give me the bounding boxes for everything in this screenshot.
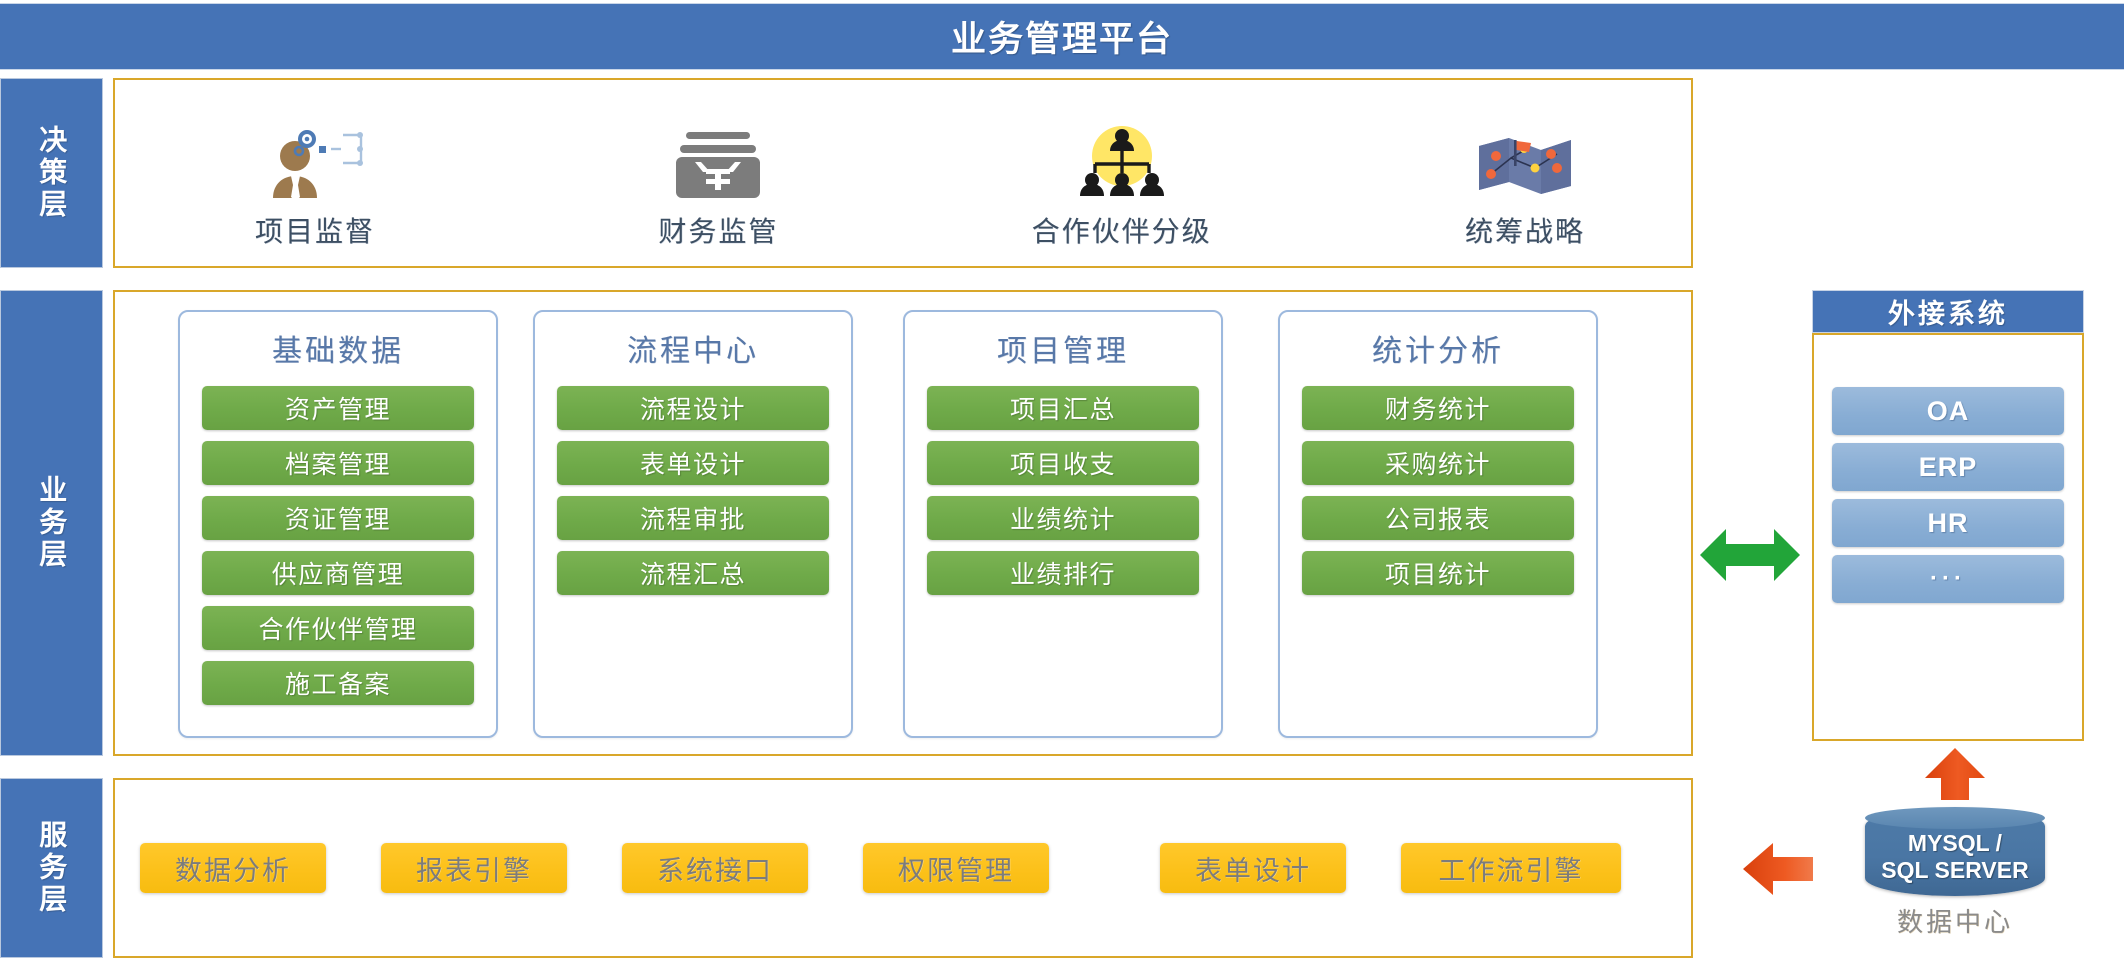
business-item-button[interactable]: 档案管理 (202, 441, 474, 485)
business-item-button[interactable]: 业绩统计 (927, 496, 1199, 540)
decision-item-label: 财务监管 (658, 216, 779, 247)
service-button-workflow-engine[interactable]: 工作流引擎 (1401, 843, 1621, 893)
supervisor-gear-icon (261, 124, 369, 202)
business-group-basic-data: 基础数据 资产管理 档案管理 资证管理 供应商管理 合作伙伴管理 施工备案 (178, 310, 498, 738)
business-item-button[interactable]: 项目统计 (1302, 551, 1574, 595)
business-item-button[interactable]: 供应商管理 (202, 551, 474, 595)
business-item-button[interactable]: 项目收支 (927, 441, 1199, 485)
business-group-statistics: 统计分析 财务统计 采购统计 公司报表 项目统计 (1278, 310, 1598, 738)
data-center: MYSQL / SQL SERVER 数据中心 (1865, 807, 2045, 939)
business-group-process-center: 流程中心 流程设计 表单设计 流程审批 流程汇总 (533, 310, 853, 738)
business-item-button[interactable]: 资证管理 (202, 496, 474, 540)
decision-item-label: 项目监督 (254, 216, 375, 247)
external-systems-title: 外接系统 (1888, 299, 2008, 329)
external-systems-header: 外接系统 (1812, 290, 2084, 333)
business-item-button[interactable]: 流程汇总 (557, 551, 829, 595)
decision-item-finance-supervision[interactable]: 财务监管 (593, 124, 843, 250)
layer-tab-service-label: 服务层 (36, 820, 68, 916)
business-group-title: 流程中心 (627, 335, 759, 368)
database-cylinder-icon: MYSQL / SQL SERVER (1865, 807, 2045, 896)
decision-item-partner-grading[interactable]: 合作伙伴分级 (997, 124, 1247, 250)
database-label: MYSQL / SQL SERVER (1881, 820, 2028, 884)
decision-item-project-supervision[interactable]: 项目监督 (190, 124, 440, 250)
business-item-button[interactable]: 表单设计 (557, 441, 829, 485)
business-item-button[interactable]: 业绩排行 (927, 551, 1199, 595)
business-item-button[interactable]: 流程审批 (557, 496, 829, 540)
page-title-bar: 业务管理平台 (0, 3, 2124, 70)
business-group-title: 项目管理 (997, 335, 1129, 368)
page-title: 业务管理平台 (950, 20, 1173, 59)
business-group-title: 统计分析 (1372, 335, 1504, 368)
business-group-title: 基础数据 (272, 335, 404, 368)
database-label-line2: SQL SERVER (1881, 857, 2029, 883)
business-item-button[interactable]: 施工备案 (202, 661, 474, 705)
service-button-system-interface[interactable]: 系统接口 (622, 843, 808, 893)
layer-tab-decision: 决策层 (0, 78, 103, 268)
database-label-line1: MYSQL / (1907, 829, 2003, 856)
external-system-button-oa[interactable]: OA (1832, 387, 2064, 435)
layer-tab-service: 服务层 (0, 778, 103, 958)
business-group-project-management: 项目管理 项目汇总 项目收支 业绩统计 业绩排行 (903, 310, 1223, 738)
external-system-button-erp[interactable]: ERP (1832, 443, 2064, 491)
service-button-data-analysis[interactable]: 数据分析 (140, 843, 326, 893)
business-item-button[interactable]: 流程设计 (557, 386, 829, 430)
external-system-button-hr[interactable]: HR (1832, 499, 2064, 547)
decision-item-strategy[interactable]: 统筹战略 (1400, 124, 1650, 250)
service-button-form-design[interactable]: 表单设计 (1160, 843, 1346, 893)
external-system-button-more[interactable]: ··· (1832, 555, 2064, 603)
business-item-button[interactable]: 资产管理 (202, 386, 474, 430)
decision-layer-panel (113, 78, 1693, 268)
layer-tab-business-label: 业务层 (36, 475, 68, 571)
business-item-button[interactable]: 采购统计 (1302, 441, 1574, 485)
decision-layer-items: 项目监督 (190, 110, 1650, 250)
data-center-caption: 数据中心 (1896, 907, 2013, 937)
business-item-button[interactable]: 公司报表 (1302, 496, 1574, 540)
service-button-report-engine[interactable]: 报表引擎 (381, 843, 567, 893)
business-item-button[interactable]: 合作伙伴管理 (202, 606, 474, 650)
business-item-button[interactable]: 财务统计 (1302, 386, 1574, 430)
green-double-arrow-icon (1700, 525, 1800, 585)
decision-item-label: 合作伙伴分级 (1031, 216, 1212, 247)
layer-tab-business: 业务层 (0, 290, 103, 756)
layer-tab-decision-label: 决策层 (36, 125, 68, 221)
orange-up-arrow-icon (1925, 748, 1985, 800)
service-button-permission-management[interactable]: 权限管理 (863, 843, 1049, 893)
money-card-yen-icon (668, 124, 768, 202)
strategy-map-flag-icon (1473, 124, 1577, 202)
decision-item-label: 统筹战略 (1464, 216, 1585, 247)
orange-left-arrow-icon (1743, 843, 1813, 895)
business-item-button[interactable]: 项目汇总 (927, 386, 1199, 430)
org-hierarchy-people-icon (1069, 124, 1175, 202)
